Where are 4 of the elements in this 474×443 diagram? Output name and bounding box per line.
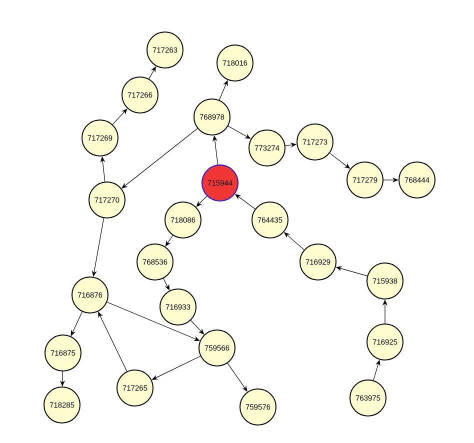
arrow bbox=[196, 196, 208, 207]
arrow bbox=[106, 302, 200, 341]
arrow bbox=[218, 80, 228, 100]
arrow bbox=[112, 108, 128, 125]
